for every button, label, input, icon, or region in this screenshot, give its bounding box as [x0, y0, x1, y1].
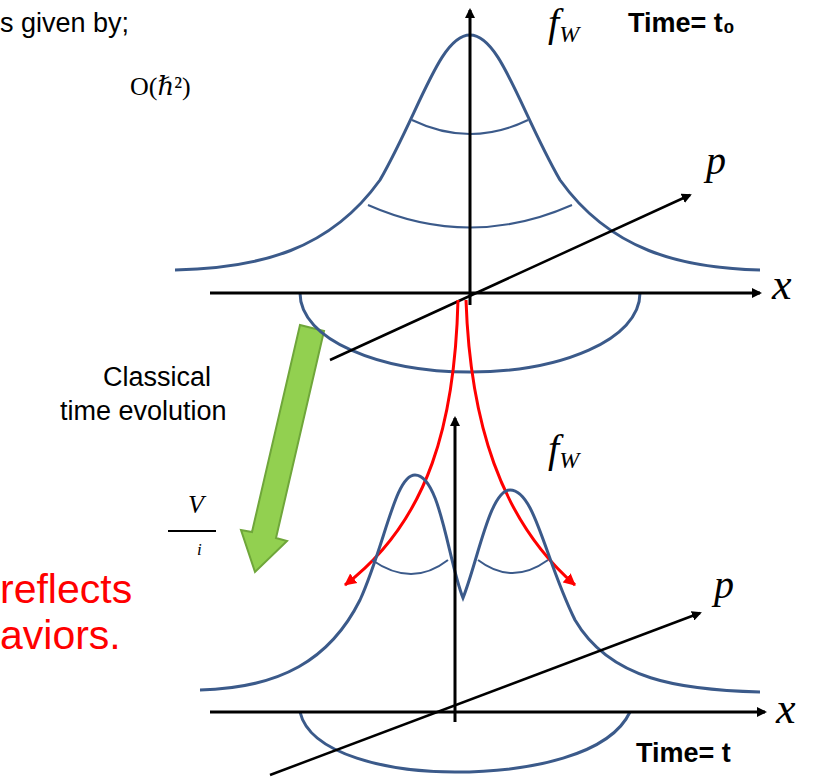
time-label: Time= t₀ [628, 8, 735, 39]
axis-label: fW [548, 426, 579, 475]
formula-symbol: V [188, 490, 204, 520]
p-axis [330, 195, 690, 360]
axis-label: p [706, 138, 726, 184]
axis-label: p [714, 562, 734, 608]
axis-label: x [772, 260, 792, 311]
time-label: Time= t [636, 738, 731, 769]
highlight-text: reflects [0, 566, 132, 613]
evolution-arrow [241, 325, 324, 572]
formula-text: s given by; [0, 8, 129, 39]
bimodal-curve [200, 475, 760, 692]
arrow-label: time evolution [60, 396, 227, 427]
p-axis [270, 613, 700, 775]
fw-axis [469, 10, 472, 305]
axis-label: fW [548, 0, 579, 49]
arrow-label: Classical [103, 362, 211, 393]
axis-label: x [776, 684, 796, 735]
highlight-text: aviors. [0, 612, 121, 659]
fw-axis [454, 418, 457, 722]
contour-arc [478, 560, 548, 573]
contour-arc [372, 560, 448, 574]
branch-arrow [345, 300, 458, 585]
contour-ellipse [300, 712, 630, 772]
x-axis [210, 711, 765, 714]
formula-subscript: i [197, 540, 202, 560]
branch-arrow [466, 300, 575, 585]
gaussian-curve [175, 35, 760, 270]
order-term: O(ℏ²) [130, 72, 191, 102]
fraction-bar [168, 530, 216, 532]
x-axis [210, 292, 760, 295]
